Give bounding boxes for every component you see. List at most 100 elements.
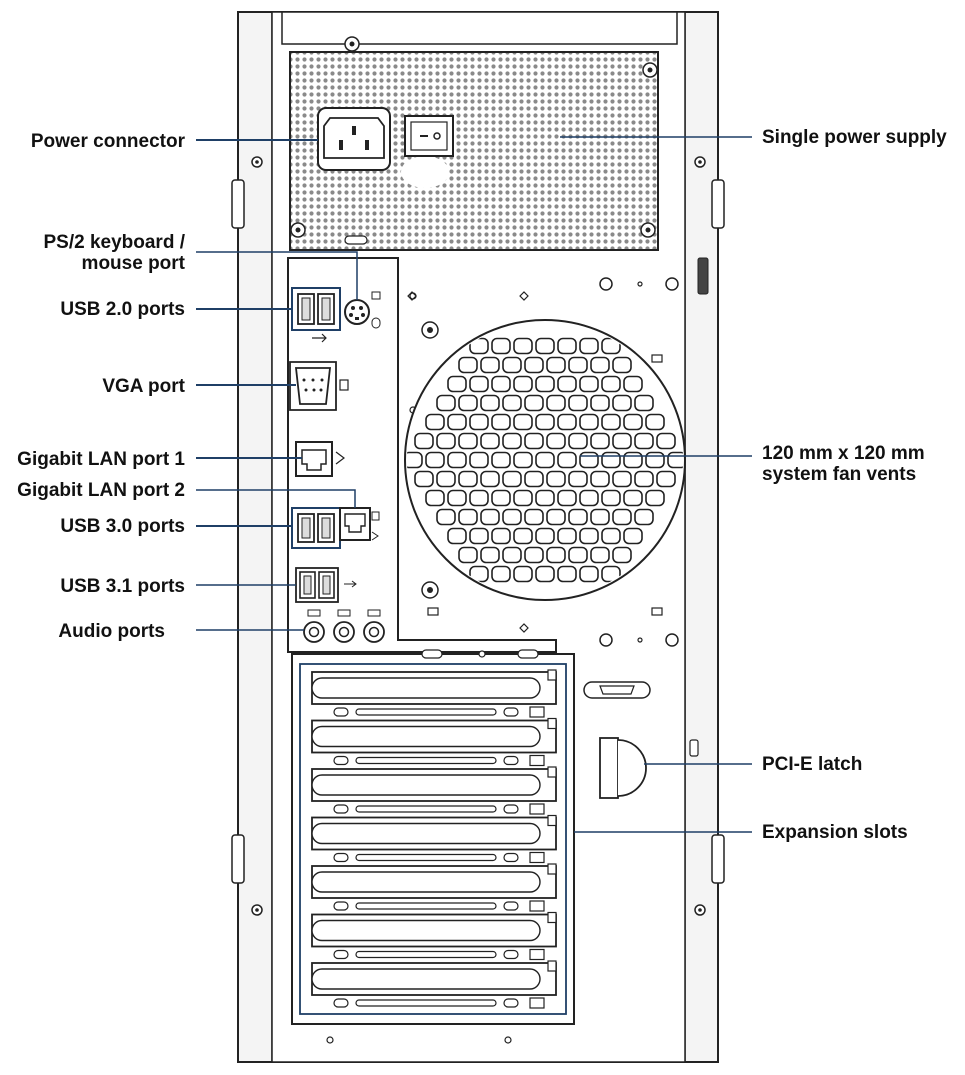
label-lan-port-2: Gigabit LAN port 2 bbox=[17, 480, 185, 501]
label-power-connector: Power connector bbox=[30, 131, 185, 152]
fan-vent-hole bbox=[436, 394, 456, 412]
fan-vent-hole bbox=[447, 527, 467, 545]
audio-jacks bbox=[303, 609, 385, 643]
label-usb20-ports: USB 2.0 ports bbox=[60, 299, 185, 320]
label-fan-vents: 120 mm x 120 mm system fan vents bbox=[762, 443, 925, 485]
fan-vent-hole bbox=[568, 470, 588, 488]
fan-vent-hole bbox=[524, 508, 544, 526]
lan-port-1 bbox=[295, 441, 345, 477]
fan-vent-hole bbox=[458, 546, 478, 564]
fan-vent-hole bbox=[557, 413, 577, 431]
fan-vent-hole bbox=[557, 527, 577, 545]
fan-vent-hole bbox=[601, 527, 621, 545]
fan-vent-hole bbox=[491, 489, 511, 507]
fan-vent-hole bbox=[524, 356, 544, 374]
fan-vent-hole bbox=[557, 337, 577, 355]
fan-vent-hole bbox=[524, 432, 544, 450]
fan-vent-hole bbox=[612, 394, 632, 412]
fan-vent-hole bbox=[491, 451, 511, 469]
usb30-lan2-stack bbox=[291, 507, 380, 549]
fan-vent-hole bbox=[546, 394, 566, 412]
label-fan-vents-line2: system fan vents bbox=[762, 464, 917, 485]
fan-vent-hole bbox=[590, 432, 610, 450]
fan-vent-hole bbox=[568, 394, 588, 412]
fan-vent-hole bbox=[623, 413, 643, 431]
label-expansion-slots: Expansion slots bbox=[762, 822, 908, 843]
fan-vent-hole bbox=[524, 546, 544, 564]
label-ps2-port-line1: PS/2 keyboard / bbox=[43, 232, 185, 253]
label-audio-ports: Audio ports bbox=[58, 621, 165, 642]
fan-vent-hole bbox=[634, 470, 654, 488]
fan-vent-hole bbox=[535, 413, 555, 431]
fan-vent-hole bbox=[491, 413, 511, 431]
fan-vent-hole bbox=[469, 527, 489, 545]
expansion-slot-cover bbox=[311, 960, 557, 1009]
label-fan-vents-line1: 120 mm x 120 mm bbox=[762, 443, 925, 464]
label-usb31-ports: USB 3.1 ports bbox=[60, 576, 185, 597]
fan-vent-hole bbox=[458, 394, 478, 412]
fan-vent-hole bbox=[535, 565, 555, 583]
fan-vent-hole bbox=[469, 375, 489, 393]
fan-vent-hole bbox=[513, 337, 533, 355]
fan-vent-hole bbox=[557, 375, 577, 393]
fan-vent-hole bbox=[612, 508, 632, 526]
fan-vent-hole bbox=[513, 527, 533, 545]
fan-vent-hole bbox=[557, 489, 577, 507]
fan-vent-hole bbox=[513, 451, 533, 469]
leader-ps2-port bbox=[196, 251, 358, 300]
fan-vent-hole bbox=[513, 375, 533, 393]
label-usb30-ports: USB 3.0 ports bbox=[60, 516, 185, 537]
fan-vent-hole bbox=[447, 451, 467, 469]
fan-vent-hole bbox=[407, 451, 423, 469]
fan-vent-hole bbox=[436, 470, 456, 488]
fan-vent-hole bbox=[579, 451, 599, 469]
fan-vent-hole bbox=[590, 546, 610, 564]
fan-vent-hole bbox=[546, 546, 566, 564]
fan-vent-hole bbox=[502, 356, 522, 374]
fan-vent-hole bbox=[480, 508, 500, 526]
fan-vent-hole bbox=[579, 527, 599, 545]
fan-vent-hole bbox=[601, 489, 621, 507]
fan-vent-hole bbox=[458, 432, 478, 450]
fan-vent-hole bbox=[535, 451, 555, 469]
fan-vent-hole bbox=[535, 337, 555, 355]
fan-vent-hole bbox=[513, 413, 533, 431]
fan-vent-hole bbox=[425, 489, 445, 507]
expansion-slot-cover bbox=[311, 863, 557, 912]
fan-vent-hole bbox=[447, 375, 467, 393]
fan-vent-hole bbox=[414, 432, 434, 450]
fan-vent-hole bbox=[645, 413, 665, 431]
fan-vent-hole bbox=[469, 451, 489, 469]
fan-vent-hole bbox=[414, 470, 434, 488]
fan-vent-hole bbox=[623, 527, 643, 545]
fan-vent-hole bbox=[612, 470, 632, 488]
fan-vent-hole bbox=[480, 546, 500, 564]
fan-vent-hole bbox=[458, 508, 478, 526]
fan-vent-hole bbox=[480, 470, 500, 488]
fan-vent-hole bbox=[425, 413, 445, 431]
label-ps2-port-line2: mouse port bbox=[81, 253, 185, 274]
fan-vent-hole bbox=[568, 508, 588, 526]
fan-vent-hole bbox=[590, 356, 610, 374]
fan-vent-hole bbox=[436, 508, 456, 526]
fan-vent-hole bbox=[656, 470, 676, 488]
fan-vent-hole bbox=[579, 413, 599, 431]
fan-vent-hole bbox=[568, 546, 588, 564]
power-connector-socket bbox=[317, 107, 391, 171]
fan-vent-hole bbox=[436, 432, 456, 450]
fan-vent-hole bbox=[524, 394, 544, 412]
label-vga-port: VGA port bbox=[102, 376, 185, 397]
fan-vent-hole bbox=[513, 489, 533, 507]
fan-vent-hole bbox=[645, 451, 665, 469]
fan-vent-hole bbox=[656, 432, 676, 450]
fan-vent-hole bbox=[612, 432, 632, 450]
fan-vent-hole bbox=[546, 470, 566, 488]
fan-vent-hole bbox=[612, 356, 632, 374]
fan-vent-hole bbox=[469, 413, 489, 431]
expansion-slot-cover bbox=[311, 766, 557, 815]
expansion-slot-cover bbox=[311, 814, 557, 864]
audio-jack bbox=[363, 609, 385, 643]
fan-vent-hole bbox=[502, 508, 522, 526]
